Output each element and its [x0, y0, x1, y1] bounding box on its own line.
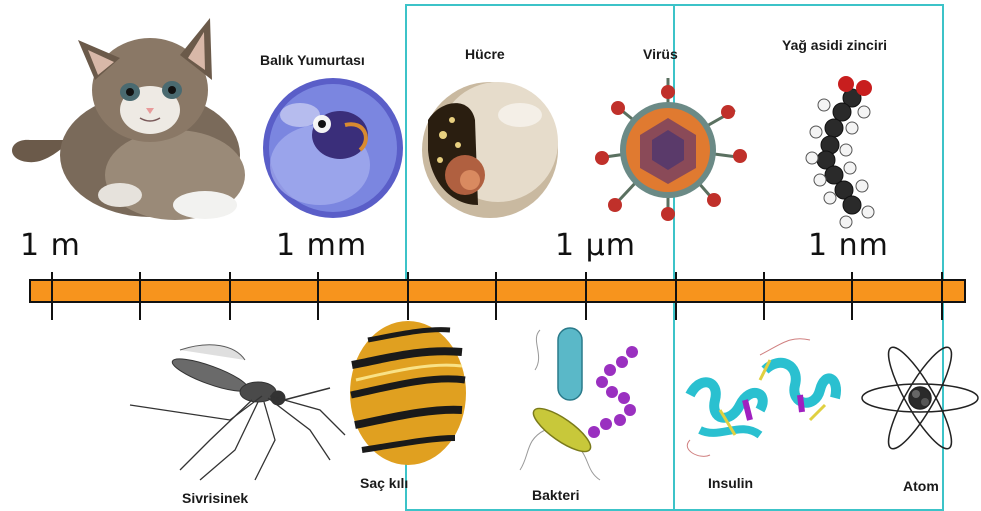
cell-image — [422, 82, 558, 218]
fatty-acid-chain-image — [806, 76, 874, 228]
insulin-protein-image — [687, 339, 836, 457]
bacteria-image — [520, 328, 638, 480]
label-cell: Hücre — [465, 46, 505, 62]
label-fatty-acid-chain: Yağ asidi zinciri — [782, 37, 887, 53]
label-mosquito: Sivrisinek — [182, 490, 248, 506]
scale-label-1mm: 1 mm — [276, 228, 367, 263]
mosquito-image — [130, 345, 345, 480]
kitten-image — [12, 18, 245, 220]
scale-label-1m: 1 m — [20, 228, 81, 263]
scale-bar — [30, 272, 965, 320]
label-virus: Virüs — [643, 46, 678, 62]
label-atom: Atom — [903, 478, 939, 494]
label-hair-strand: Saç kılı — [360, 475, 408, 491]
hair-strand-image — [350, 321, 466, 465]
fish-egg-image — [263, 78, 403, 218]
label-insulin: Insulin — [708, 475, 753, 491]
virus-image — [595, 78, 747, 221]
scale-label-1um: 1 µm — [555, 228, 636, 263]
scale-label-1nm: 1 nm — [808, 228, 889, 263]
label-bacteria: Bakteri — [532, 487, 579, 503]
label-fish-egg: Balık Yumurtası — [260, 52, 365, 68]
atom-image — [862, 341, 978, 455]
